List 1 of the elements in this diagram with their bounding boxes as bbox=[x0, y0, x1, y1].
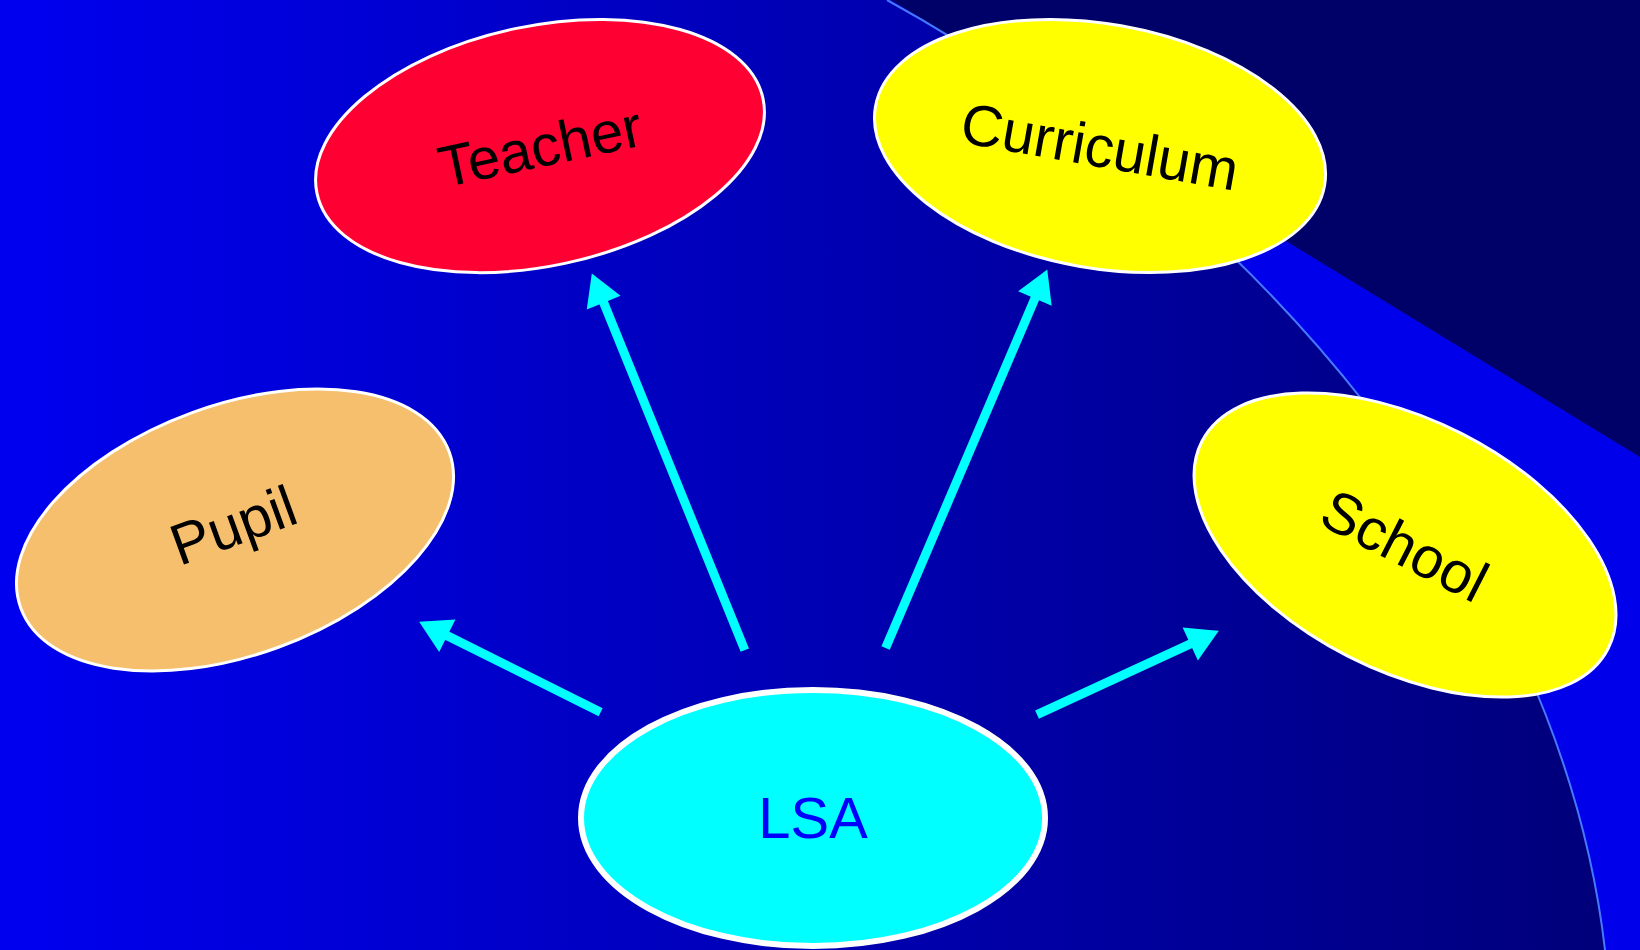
ellipse-node: LSA bbox=[578, 687, 1048, 949]
